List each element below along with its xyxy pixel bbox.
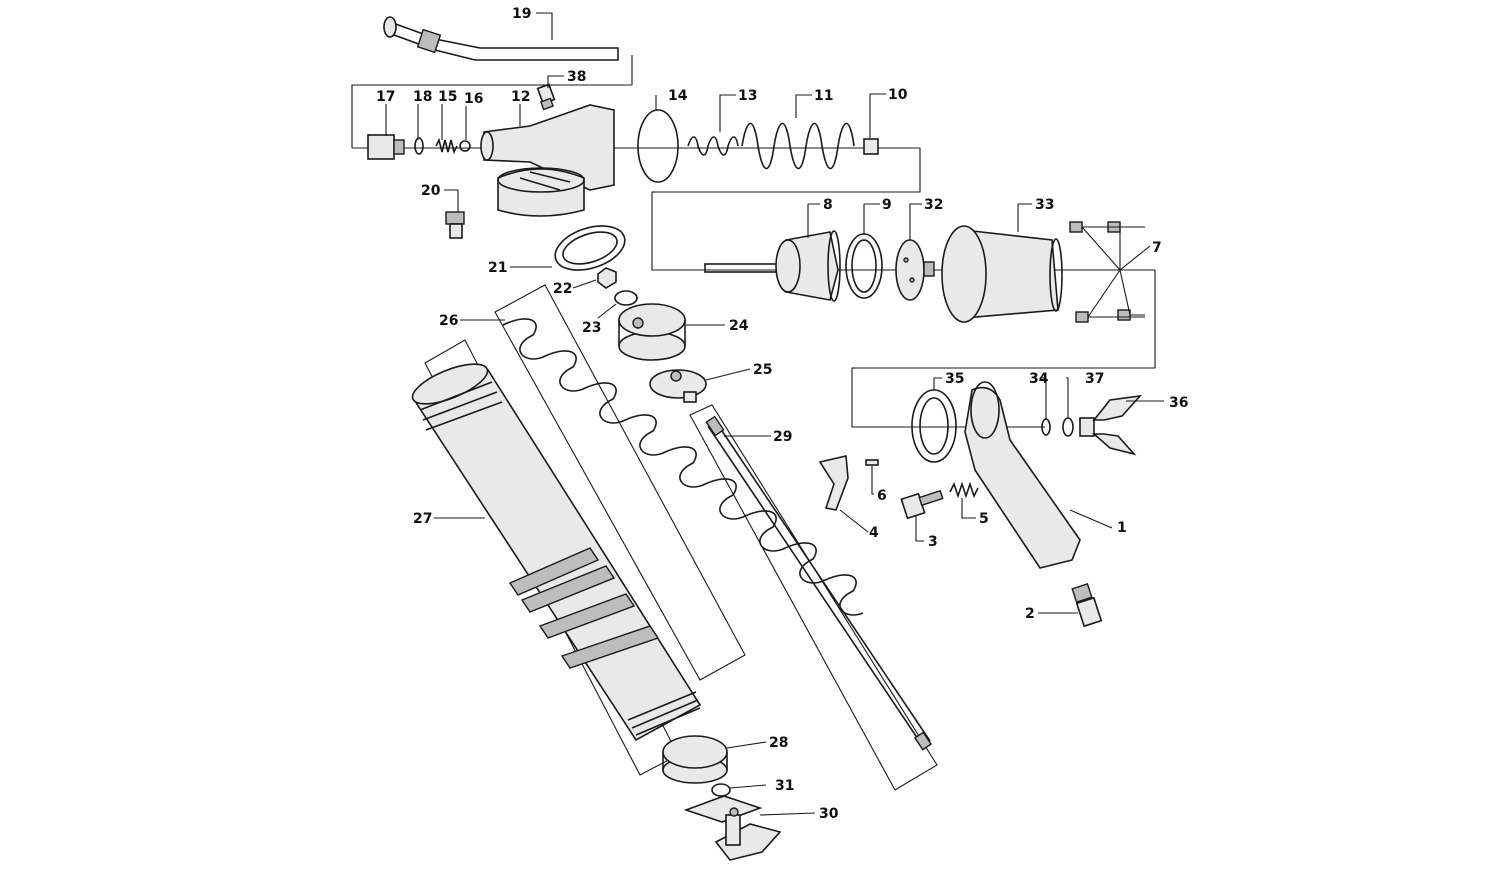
- callout-7: 7: [1152, 240, 1162, 256]
- small-spring: [687, 136, 739, 156]
- pistol-grip-body: [964, 381, 1081, 569]
- callout-19: 19: [512, 6, 531, 22]
- small-washer: [1062, 417, 1074, 437]
- callout-38: 38: [567, 69, 586, 85]
- head-o-ring: [637, 109, 679, 183]
- callout-24: 24: [729, 318, 749, 334]
- callout-36: 36: [1169, 395, 1188, 411]
- barrel-end-cap: [662, 735, 728, 784]
- follower-cup: [649, 369, 707, 403]
- trigger-lever: [818, 455, 849, 511]
- pistol-gasket: [911, 389, 957, 463]
- callout-8: 8: [823, 197, 833, 213]
- leader-lines: [385, 12, 1164, 816]
- callout-9: 9: [882, 197, 892, 213]
- callout-25: 25: [753, 362, 772, 378]
- callout-22: 22: [553, 281, 572, 297]
- callout-17: 17: [376, 89, 395, 105]
- callout-29: 29: [773, 429, 792, 445]
- callout-20: 20: [421, 183, 441, 199]
- callout-1: 1: [1117, 520, 1127, 536]
- pistol-gasket-inner: [919, 397, 949, 455]
- lock-nut: [597, 267, 617, 289]
- grease-barrel: [411, 363, 702, 742]
- callout-32: 32: [924, 197, 943, 213]
- callout-15: 15: [438, 89, 457, 105]
- wing-nut: [1079, 394, 1143, 456]
- gasket-ring: [414, 137, 424, 155]
- rod-frame: [689, 404, 938, 791]
- callout-28: 28: [769, 735, 788, 751]
- assembly-connector-top: [351, 55, 1156, 428]
- large-spring: [741, 122, 855, 170]
- outlet-coupler: [1071, 582, 1103, 628]
- callout-11: 11: [814, 88, 833, 104]
- callout-26: 26: [439, 313, 458, 329]
- callout-31: 31: [775, 778, 794, 794]
- callout-13: 13: [738, 88, 757, 104]
- grease-nipple: [536, 83, 556, 111]
- housing-screws: [1069, 221, 1145, 323]
- callout-21: 21: [488, 260, 507, 276]
- plunger-ring-inner: [851, 239, 877, 293]
- plunger-rod: [705, 415, 933, 751]
- plunger: [704, 230, 841, 302]
- valve-spring: [949, 481, 979, 499]
- callout-37: 37: [1085, 371, 1104, 387]
- spring-frame: [494, 284, 746, 681]
- callout-3: 3: [928, 534, 938, 550]
- check-spring: [435, 137, 458, 155]
- callout-30: 30: [819, 806, 839, 822]
- pump-housing: [941, 225, 1063, 323]
- callout-27: 27: [413, 511, 432, 527]
- piston-valve: [900, 489, 944, 520]
- flex-hose: [383, 16, 619, 61]
- trigger-pin: [865, 459, 879, 466]
- callout-34: 34: [1029, 371, 1049, 387]
- t-handle-washer: [711, 783, 731, 797]
- callout-5: 5: [979, 511, 989, 527]
- gun-head: [480, 104, 615, 217]
- callout-16: 16: [464, 91, 483, 107]
- callout-6: 6: [877, 488, 887, 504]
- callout-4: 4: [869, 525, 879, 541]
- barrel-seal-ring: [554, 225, 626, 271]
- callout-18: 18: [413, 89, 432, 105]
- callout-2: 2: [1025, 606, 1035, 622]
- callout-14: 14: [668, 88, 688, 104]
- callout-33: 33: [1035, 197, 1054, 213]
- callout-35: 35: [945, 371, 964, 387]
- callout-23: 23: [582, 320, 601, 336]
- flat-washer: [614, 290, 638, 306]
- main-spring: [502, 318, 864, 616]
- barrel-seal-ring-inner: [562, 231, 618, 265]
- callout-10: 10: [888, 87, 908, 103]
- valve-disc: [895, 239, 935, 301]
- plug-screw: [445, 211, 465, 239]
- spring-nut: [863, 138, 879, 155]
- end-fitting: [367, 134, 405, 160]
- callout-12: 12: [511, 89, 530, 105]
- follower-disk: [618, 303, 686, 361]
- t-handle: [683, 795, 782, 861]
- check-ball: [459, 140, 471, 152]
